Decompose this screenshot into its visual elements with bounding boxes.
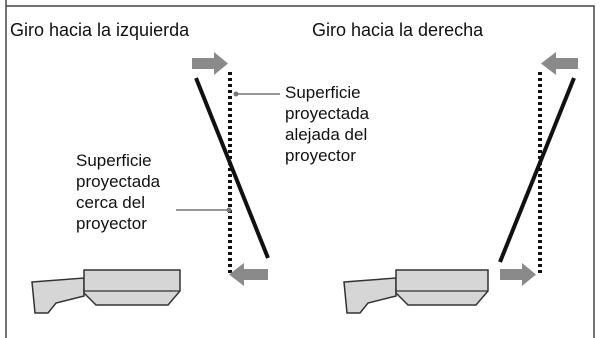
right-rotated-screen	[498, 77, 576, 263]
right-scene	[343, 52, 578, 314]
arrow-icon	[541, 52, 578, 75]
arrow-icon	[192, 52, 228, 75]
projector-icon	[31, 269, 181, 314]
heading-left-rotation: Giro hacia la izquierda	[10, 20, 190, 40]
left-rotated-screen	[194, 77, 270, 259]
left-scene	[31, 52, 280, 314]
arrow-icon	[229, 263, 268, 286]
callout-near-surface: Superficie proyectada cerca del proyecto…	[76, 151, 161, 233]
callout-far-surface: Superficie proyectada alejada del proyec…	[285, 83, 370, 165]
projector-icon	[343, 269, 489, 314]
heading-right-rotation: Giro hacia la derecha	[312, 20, 484, 40]
frame-border	[5, 0, 595, 338]
arrow-icon	[500, 263, 536, 286]
